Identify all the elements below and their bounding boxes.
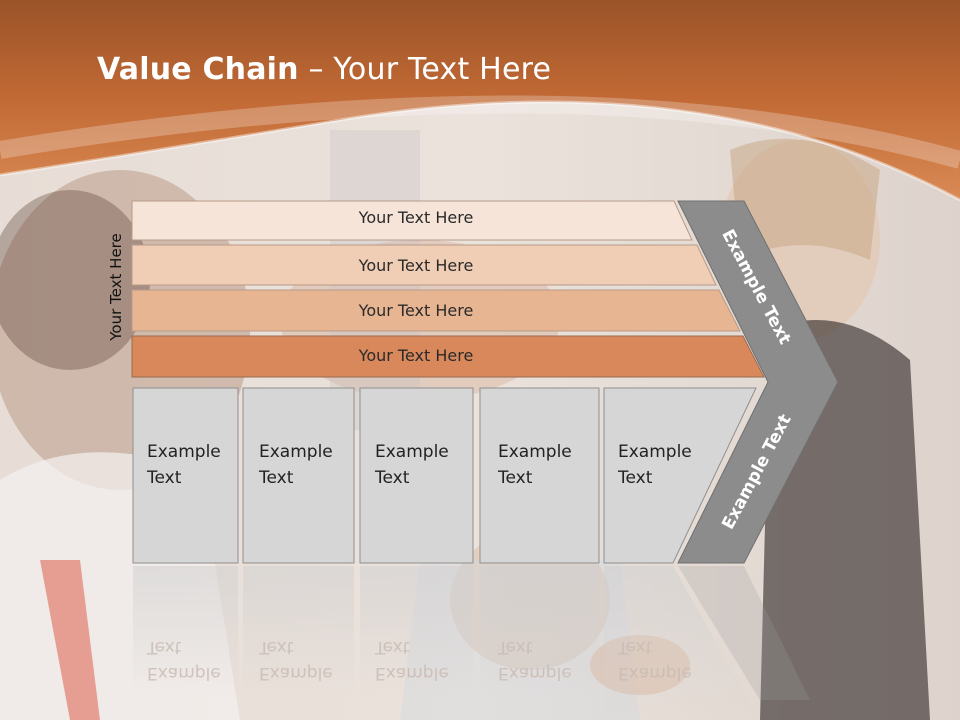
bar-label-2: Your Text Here (358, 256, 474, 275)
box-4-line2: Text (498, 468, 533, 488)
box-reflection-5: Example Text (618, 634, 718, 686)
refl-4-line1: Example (498, 663, 572, 683)
reflection (133, 566, 810, 720)
refl-5-line2: Text (618, 637, 653, 657)
box-2-line2: Text (259, 468, 294, 488)
bar-label-1: Your Text Here (358, 208, 474, 227)
box-3-line1: Example (375, 442, 449, 462)
bar-shapes (131, 200, 765, 378)
bar-2 (131, 244, 717, 286)
box-5-line2: Text (618, 468, 653, 488)
box-4 (479, 387, 600, 564)
title-rest: – Your Text Here (298, 52, 552, 87)
bar-label-4: Your Text Here (358, 346, 474, 365)
box-2-line1: Example (259, 442, 333, 462)
box-1 (132, 387, 239, 564)
refl-1-line2: Text (147, 637, 182, 657)
box-2 (242, 387, 355, 564)
side-label: Your Text Here (107, 233, 125, 341)
box-reflection-4: Example Text (498, 634, 598, 686)
title-bold: Value Chain (97, 52, 299, 87)
box-1-line1: Example (147, 442, 221, 462)
slide-title: Value Chain – Your Text Here (97, 52, 551, 87)
bar-3 (131, 289, 741, 332)
refl-1-line1: Example (147, 663, 221, 683)
refl-5-line1: Example (618, 663, 692, 683)
bar-4 (131, 335, 765, 378)
box-4-line1: Example (498, 442, 572, 462)
box-3 (359, 387, 474, 564)
box-reflection-2: Example Text (259, 634, 359, 686)
refl-3-line2: Text (375, 637, 410, 657)
box-5 (603, 387, 757, 564)
refl-4-line2: Text (498, 637, 533, 657)
refl-3-line1: Example (375, 663, 449, 683)
refl-2-line2: Text (259, 637, 294, 657)
box-reflection-1: Example Text (147, 634, 247, 686)
chevron-shape (677, 200, 839, 564)
box-3-line2: Text (375, 468, 410, 488)
bar-1 (131, 200, 693, 241)
box-shapes (132, 387, 757, 564)
box-5-line1: Example (618, 442, 692, 462)
bar-label-3: Your Text Here (358, 301, 474, 320)
refl-2-line1: Example (259, 663, 333, 683)
box-reflection-3: Example Text (375, 634, 475, 686)
box-1-line2: Text (147, 468, 182, 488)
